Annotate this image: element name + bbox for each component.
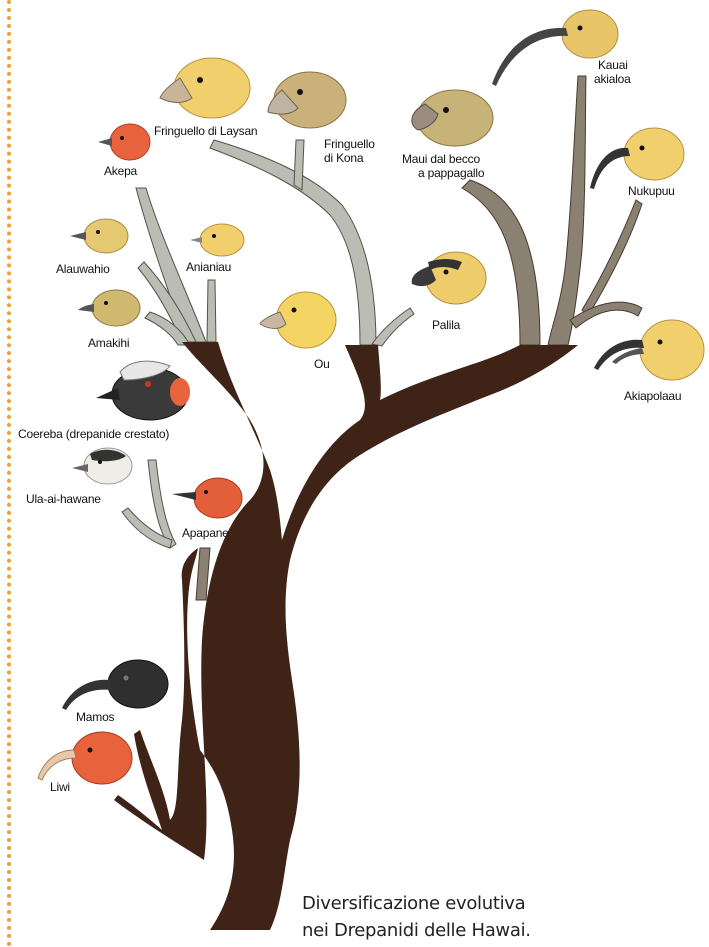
branch-anianiau <box>207 280 216 342</box>
label-nukupuu: Nukupuu <box>628 184 675 198</box>
label-akiapolaau: Akiapolaau <box>624 389 681 403</box>
label-maui-line1: Maui dal becco <box>402 152 480 166</box>
label-coereba: Coereba (drepanide crestato) <box>18 427 169 441</box>
ula-ai-hawane-bird-icon <box>72 448 132 484</box>
label-alauwahio: Alauwahio <box>56 262 110 276</box>
label-kauai-line1: Kauai <box>598 58 628 72</box>
tree-branches <box>114 76 642 930</box>
mamos-bird-icon <box>62 660 168 710</box>
label-akepa: Akepa <box>104 164 137 178</box>
caption-line2: nei Drepanidi delle Hawai. <box>302 918 531 944</box>
label-mamos: Mamos <box>76 710 114 724</box>
label-fringuello-kona-line2: di Kona <box>324 151 363 165</box>
branch-akiapolaau <box>570 302 642 328</box>
alauwahio-bird-icon <box>70 219 128 253</box>
label-fringuello-kona-line1: Fringuello <box>324 137 375 151</box>
anianiau-bird-icon <box>190 224 244 256</box>
amakihi-bird-icon <box>78 290 140 326</box>
label-amakihi: Amakihi <box>88 336 129 350</box>
branch-palila-twig <box>372 308 414 346</box>
label-maui-line2: a pappagallo <box>418 166 484 180</box>
label-ula-ai-hawane: Ula-ai-hawane <box>26 492 101 506</box>
akiapolaau-bird-icon <box>594 320 704 380</box>
label-anianiau: Anianiau <box>186 260 231 274</box>
branch-apapane <box>196 548 210 600</box>
akepa-bird-icon <box>98 124 150 160</box>
label-palila: Palila <box>432 318 460 332</box>
coereba-bird-icon <box>96 361 190 420</box>
apapane-bird-icon <box>172 478 242 518</box>
branch-kona-twig <box>294 140 304 190</box>
nukupuu-bird-icon <box>590 128 684 189</box>
ou-bird-icon <box>260 292 336 348</box>
label-ou: Ou <box>314 357 330 371</box>
label-iiwi: Liwi <box>50 780 70 794</box>
branch-kauai <box>548 76 586 345</box>
trunk <box>114 342 578 930</box>
fringuello-kona-bird-icon <box>268 72 346 128</box>
caption-line1: Diversificazione evolutiva <box>302 891 525 917</box>
label-fringuello-laysan: Fringuello di Laysan <box>154 124 257 138</box>
branch-nukupuu <box>582 200 642 316</box>
label-apapane: Apapane <box>182 526 229 540</box>
label-kauai-line2: akialoa <box>594 72 631 86</box>
iiwi-bird-icon <box>38 732 132 784</box>
palila-bird-icon <box>412 252 486 304</box>
fringuello-laysan-bird-icon <box>160 58 250 118</box>
maui-parrotbill-bird-icon <box>412 90 493 146</box>
